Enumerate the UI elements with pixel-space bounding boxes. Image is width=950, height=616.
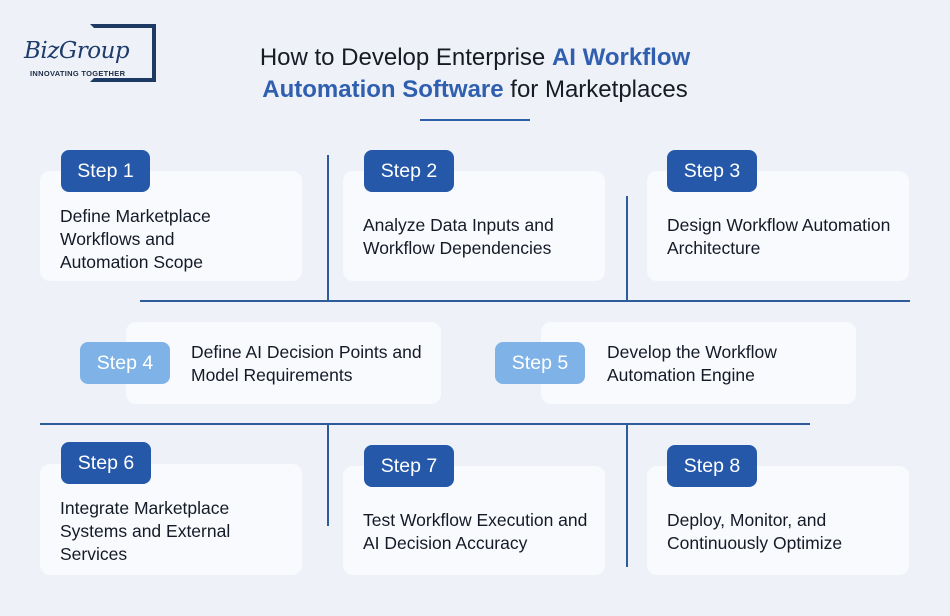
page-title: How to Develop Enterprise AI Workflow Au…	[200, 42, 750, 106]
step-badge-8: Step 8	[667, 445, 757, 487]
connector-line	[327, 155, 329, 301]
step-text-1: Define Marketplace Workflows and Automat…	[60, 206, 211, 272]
connector-line	[626, 196, 628, 301]
bizgroup-logo: BizGroup INNOVATING TOGETHER	[24, 24, 159, 84]
connector-line	[40, 423, 810, 425]
step-badge-2: Step 2	[364, 150, 454, 192]
step-card-4	[126, 322, 441, 404]
step-text-7: Test Workflow Execution and AI Decision …	[363, 510, 588, 553]
title-highlight-1: AI Workflow	[551, 44, 691, 71]
logo-frame	[90, 24, 156, 82]
connector-line	[626, 424, 628, 567]
step-badge-7: Step 7	[364, 445, 454, 487]
step-card-5	[541, 322, 856, 404]
step-badge-3: Step 3	[667, 150, 757, 192]
step-text-3: Design Workflow Automation Architecture	[667, 215, 891, 258]
step-badge-1: Step 1	[61, 150, 150, 192]
step-text-5: Develop the Workflow Automation Engine	[607, 342, 777, 385]
step-badge-5: Step 5	[495, 342, 585, 384]
logo-name: BizGroup	[24, 38, 132, 64]
step-badge-4: Step 4	[80, 342, 170, 384]
title-part-2: for Marketplaces	[503, 76, 688, 103]
step-text-6: Integrate Marketplace Systems and Extern…	[60, 498, 231, 564]
step-text-8: Deploy, Monitor, and Continuously Optimi…	[667, 510, 843, 553]
step-badge-6: Step 6	[61, 442, 151, 484]
title-underline	[420, 119, 530, 121]
logo-tagline: INNOVATING TOGETHER	[30, 69, 129, 78]
title-highlight-2: Automation Software	[262, 76, 504, 103]
step-text-2: Analyze Data Inputs and Workflow Depende…	[363, 215, 554, 258]
step-text-4: Define AI Decision Points and Model Requ…	[191, 342, 422, 385]
connector-line	[327, 424, 329, 526]
title-part-1: How to Develop Enterprise	[259, 44, 552, 71]
connector-line	[140, 300, 910, 302]
